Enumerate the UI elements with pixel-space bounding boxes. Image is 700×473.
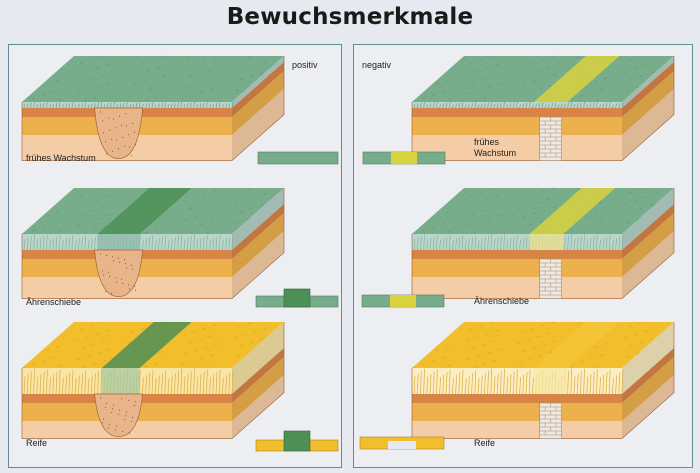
crop-layer-side bbox=[232, 322, 284, 394]
crop-mark-front bbox=[533, 368, 568, 394]
positive-header: positiv bbox=[292, 60, 318, 70]
deep-soil-layer-side bbox=[232, 375, 284, 439]
positive-maturity-block bbox=[21, 321, 285, 439]
topsoil-layer-side bbox=[232, 348, 284, 403]
subsoil-layer-side bbox=[232, 71, 284, 135]
deep-soil-layer-side bbox=[622, 375, 674, 439]
positive-ear-emergence-indicator bbox=[255, 288, 339, 308]
filled-pit bbox=[94, 107, 143, 159]
crop-mark-stripe bbox=[533, 56, 620, 102]
deep-soil-layer-side bbox=[232, 231, 284, 299]
indicator-changed-segment bbox=[391, 152, 417, 164]
indicator-lowered-segment bbox=[388, 441, 416, 449]
indicator-raised-segment bbox=[283, 288, 311, 308]
indicator-changed-segment bbox=[390, 295, 416, 307]
negative-header: negativ bbox=[362, 60, 392, 70]
crop-layer-side bbox=[622, 56, 674, 108]
deep-soil-layer-front bbox=[412, 421, 622, 439]
subsoil-layer-front bbox=[412, 117, 622, 135]
topsoil-layer-front bbox=[412, 394, 622, 403]
subsoil-layer-side bbox=[232, 357, 284, 421]
negative-ear-emergence-indicator bbox=[361, 294, 445, 308]
deep-soil-layer-front bbox=[412, 135, 622, 161]
deep-soil-layer-side bbox=[232, 89, 284, 161]
filled-pit bbox=[94, 249, 143, 297]
topsoil-layer-side bbox=[622, 204, 674, 259]
negative-early-growth-label-line1: frühes bbox=[474, 137, 500, 147]
topsoil-layer-front bbox=[412, 108, 622, 117]
topsoil-layer-side bbox=[232, 62, 284, 117]
filled-pit bbox=[94, 393, 143, 437]
crop-mark-front bbox=[529, 234, 564, 250]
negative-ear-emergence-block bbox=[411, 187, 675, 299]
crop-layer-side bbox=[232, 56, 284, 108]
subsoil-layer-side bbox=[622, 71, 674, 135]
negative-maturity-indicator bbox=[359, 436, 445, 450]
negative-early-growth-block bbox=[411, 55, 675, 161]
topsoil-layer-side bbox=[622, 62, 674, 117]
subsoil-layer-front bbox=[412, 403, 622, 421]
positive-ear-emergence-label: Ährenschiebe bbox=[26, 297, 82, 307]
negative-early-growth-label-line2: Wachstum bbox=[474, 148, 517, 158]
crop-mark-front bbox=[101, 368, 140, 394]
indicator-bar bbox=[257, 151, 339, 165]
crop-mark-stripe bbox=[101, 322, 192, 368]
positive-early-growth-label: frühes Wachstum bbox=[26, 153, 96, 163]
crop-mark-stripe bbox=[97, 188, 192, 234]
topsoil-layer-side bbox=[232, 204, 284, 259]
positive-ear-emergence-block bbox=[21, 187, 285, 299]
positive-maturity-indicator bbox=[255, 430, 339, 452]
negative-maturity-block bbox=[411, 321, 675, 439]
subsoil-layer-side bbox=[622, 357, 674, 421]
crop-layer-side bbox=[622, 188, 674, 250]
negative-maturity-label: Reife bbox=[474, 438, 496, 448]
indicator-raised-segment bbox=[283, 430, 311, 452]
deep-soil-layer-front bbox=[412, 277, 622, 299]
crop-layer-side bbox=[622, 322, 674, 394]
subsoil-layer-side bbox=[232, 213, 284, 277]
topsoil-layer-front bbox=[412, 250, 622, 259]
crop-mark-stripe bbox=[529, 188, 616, 234]
positive-maturity-label: Reife bbox=[26, 438, 48, 448]
deep-soil-layer-side bbox=[622, 89, 674, 161]
subsoil-layer-side bbox=[622, 213, 674, 277]
deep-soil-layer-side bbox=[622, 231, 674, 299]
negative-ear-emergence-label: Ährenschiebe bbox=[474, 296, 530, 306]
crop-layer-side bbox=[232, 188, 284, 250]
page-title: Bewuchsmerkmale bbox=[226, 4, 474, 30]
topsoil-layer-side bbox=[622, 348, 674, 403]
crop-mark-stripe bbox=[533, 322, 620, 368]
positive-early-growth-indicator bbox=[257, 151, 339, 165]
crop-mark-front bbox=[97, 234, 140, 250]
subsoil-layer-front bbox=[412, 259, 622, 277]
negative-early-growth-indicator bbox=[362, 151, 446, 165]
positive-early-growth-block bbox=[21, 55, 285, 161]
buried-wall bbox=[539, 116, 562, 161]
